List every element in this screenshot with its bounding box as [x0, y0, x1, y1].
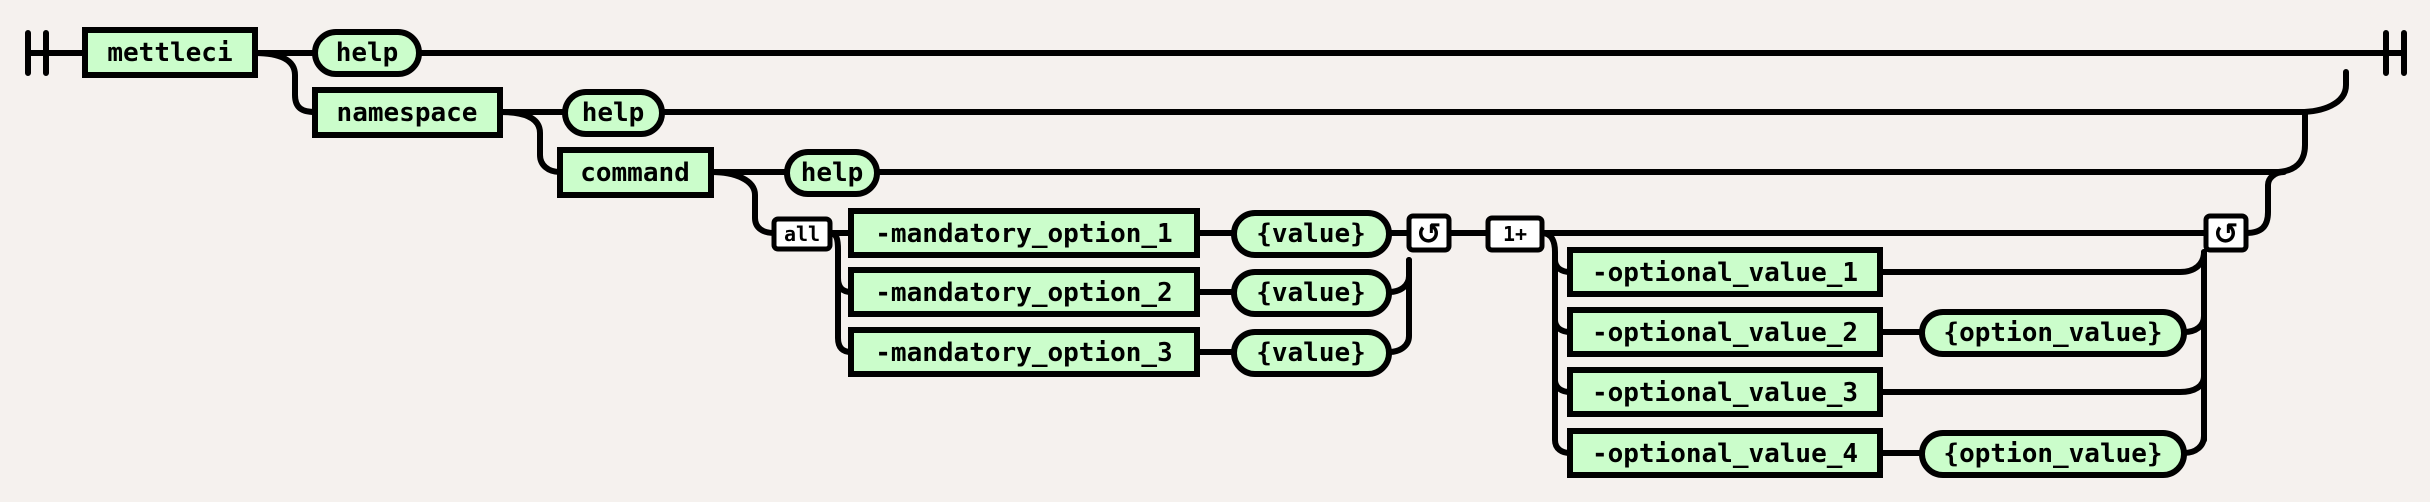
diagram-connectors — [25, 30, 2407, 456]
value-terminal-2: {value} — [1231, 269, 1392, 317]
value-label: {value} — [1256, 278, 1366, 308]
optional-value-4-box: -optional_value_4 — [1567, 428, 1883, 478]
mandatory-option-3-box: -mandatory_option_3 — [848, 327, 1200, 377]
optional-value-label: -optional_value_4 — [1592, 439, 1858, 469]
value-terminal-3: {value} — [1231, 329, 1392, 377]
loop-arrow-icon: ↺ — [1406, 213, 1452, 253]
optional-value-label: -optional_value_2 — [1592, 318, 1858, 348]
help-terminal-1: help — [312, 29, 422, 77]
mettleci-box: mettleci — [82, 27, 258, 78]
optional-value-2-box: -optional_value_2 — [1567, 307, 1883, 357]
help-label: help — [582, 98, 645, 128]
svg-text:↺: ↺ — [2213, 217, 2238, 252]
mandatory-option-label: -mandatory_option_2 — [875, 278, 1172, 308]
command-label: command — [580, 158, 690, 188]
mandatory-option-label: -mandatory_option_3 — [875, 338, 1172, 368]
option-value-label: {option_value} — [1943, 439, 2162, 469]
help-terminal-2: help — [562, 89, 665, 137]
all-label: all — [784, 222, 820, 246]
option-value-terminal-2: {option_value} — [1919, 309, 2187, 357]
help-label: help — [336, 38, 399, 68]
value-label: {value} — [1256, 338, 1366, 368]
optional-value-label: -optional_value_3 — [1592, 378, 1858, 408]
mettleci-label: mettleci — [107, 38, 232, 68]
optional-value-label: -optional_value_1 — [1592, 258, 1858, 288]
svg-text:↺: ↺ — [1416, 217, 1441, 252]
optional-value-3-box: -optional_value_3 — [1567, 367, 1883, 417]
mandatory-option-2-box: -mandatory_option_2 — [848, 267, 1200, 317]
namespace-box: namespace — [312, 87, 503, 138]
one-plus-group-label: 1+ — [1485, 215, 1545, 253]
mandatory-option-1-box: -mandatory_option_1 — [848, 208, 1200, 258]
help-label: help — [801, 158, 864, 188]
value-terminal-1: {value} — [1231, 210, 1392, 258]
value-label: {value} — [1256, 219, 1366, 249]
namespace-label: namespace — [337, 98, 478, 128]
option-value-label: {option_value} — [1943, 318, 2162, 348]
command-box: command — [557, 147, 714, 198]
one-plus-label: 1+ — [1503, 222, 1527, 246]
option-value-terminal-4: {option_value} — [1919, 430, 2187, 478]
loop-arrow-icon: ↺ — [2203, 213, 2249, 253]
optional-value-1-box: -optional_value_1 — [1567, 247, 1883, 297]
mandatory-option-label: -mandatory_option_1 — [875, 219, 1172, 249]
help-terminal-3: help — [784, 149, 880, 197]
all-group-label: all — [771, 216, 833, 252]
